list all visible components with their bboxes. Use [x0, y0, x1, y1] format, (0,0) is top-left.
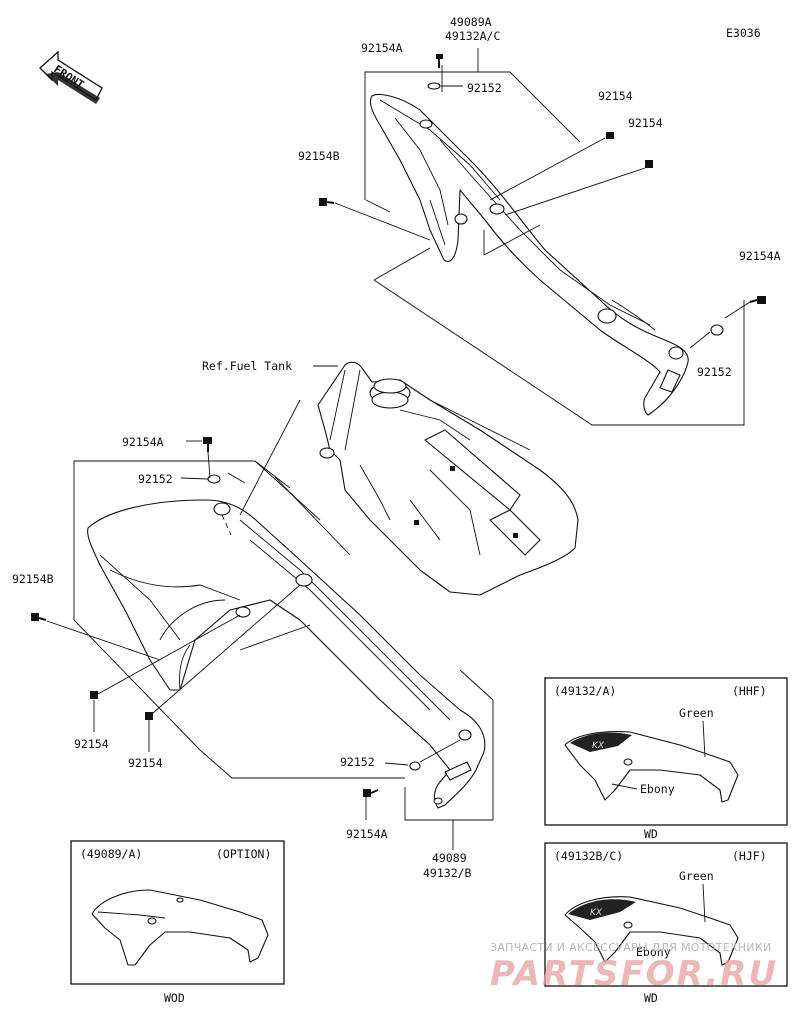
watermark-line-1: ЗАПЧАСТИ И АКСЕССУАРЫ ДЛЯ МОТОТЕХНИКИ — [490, 941, 772, 954]
fuel-tank-leader-2 — [227, 472, 246, 484]
lower-screw-top-label: 92154A — [122, 435, 164, 449]
upper-screw-farright-label: 92154A — [739, 249, 781, 263]
box-hjf-color-2: Ebony — [636, 945, 671, 959]
box-hjf-color-1: Green — [679, 869, 714, 883]
lower-washer-bottom-label: 92152 — [340, 755, 375, 769]
lower-screw-left-icon — [31, 613, 47, 621]
upper-screw-top-icon — [436, 54, 443, 68]
box-option-part-no: (49089/A) — [80, 847, 142, 861]
box-hjf-variant: (HJF) — [732, 849, 767, 863]
upper-screw-right2-label: 92154 — [628, 116, 663, 130]
lower-washer-bottom-icon — [409, 761, 421, 771]
lower-screw-bottom2-label: 92154 — [128, 756, 163, 770]
box-option-variant: (OPTION) — [216, 847, 271, 861]
svg-text:KX: KX — [590, 908, 603, 918]
variant-box-hhf: (49132/A) (HHF) Green Ebony KX WD — [544, 677, 788, 841]
lower-ref-main-label: 49089 — [432, 851, 467, 865]
fuel-tank-part — [317, 361, 579, 596]
lower-screw-bottom2-icon — [145, 712, 153, 720]
upper-leader-lines — [334, 48, 751, 426]
lower-screw-bottom1-label: 92154 — [74, 737, 109, 751]
box-hjf-caption: WD — [644, 991, 658, 1005]
box-hhf-variant: (HHF) — [732, 684, 767, 698]
lower-screw-bottom1-icon — [90, 691, 98, 699]
upper-screw-right2-icon — [645, 160, 653, 168]
lower-screw-bottomright-icon — [363, 789, 379, 797]
upper-screw-top-label: 92154A — [361, 41, 403, 55]
upper-screw-farright-icon — [749, 296, 766, 304]
box-hhf-caption: WD — [644, 827, 658, 841]
box-hhf-color-2: Ebony — [640, 782, 675, 796]
upper-ref-alt-label: 49132A/C — [445, 29, 500, 43]
lower-washer-top-label: 92152 — [138, 472, 173, 486]
upper-screw-left-icon — [319, 198, 335, 206]
upper-washer-top-label: 92152 — [467, 81, 502, 95]
svg-text:KX: KX — [592, 741, 605, 751]
upper-washer-top-icon — [427, 82, 441, 90]
variant-box-hjf: (49132B/C) (HJF) Green Ebony KX WD — [544, 842, 788, 1005]
box-option-caption: WOD — [164, 991, 185, 1005]
upper-washer-farright-label: 92152 — [697, 365, 732, 379]
lower-screw-top-icon — [203, 437, 212, 452]
box-hhf-part-no: (49132/A) — [554, 684, 616, 698]
variant-box-option: (49089/A) (OPTION) WOD — [70, 840, 285, 1005]
upper-washer-farright-icon — [710, 324, 724, 336]
lower-leader-lines — [46, 399, 531, 850]
lower-screw-bottomright-label: 92154A — [346, 827, 388, 841]
lower-shroud-part — [87, 499, 486, 809]
fuel-tank-label: Ref.Fuel Tank — [202, 359, 292, 373]
lower-ref-alt-label: 49132/B — [423, 866, 472, 880]
box-hhf-color-1: Green — [679, 706, 714, 720]
upper-ref-main-label: 49089A — [450, 15, 492, 29]
front-arrow-icon: FRONT — [39, 50, 103, 104]
diagram-code: E3036 — [726, 26, 761, 40]
upper-shroud-part — [369, 93, 689, 416]
box-hjf-part-no: (49132B/C) — [554, 849, 623, 863]
lower-screw-left-label: 92154B — [12, 572, 54, 586]
upper-screw-right1-label: 92154 — [598, 89, 633, 103]
upper-screw-right1-icon — [606, 132, 614, 139]
upper-screw-left-label: 92154B — [298, 149, 340, 163]
watermark-logo: PARTSFOR.RU — [490, 954, 778, 994]
